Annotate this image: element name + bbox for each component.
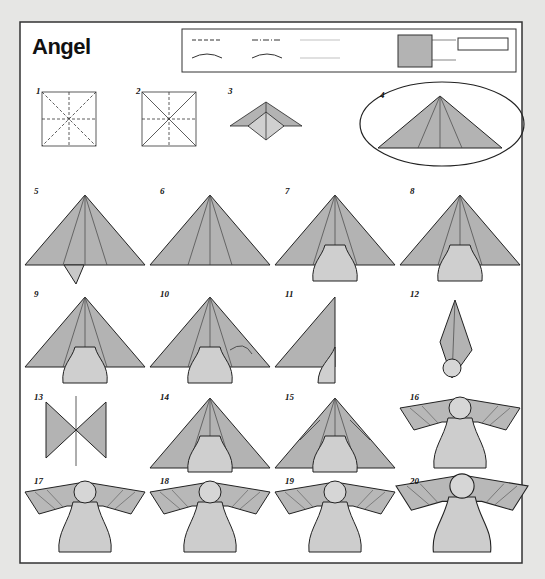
step-number: 9 bbox=[34, 289, 39, 299]
step-number: 19 bbox=[285, 476, 294, 486]
legend-panel bbox=[182, 29, 516, 72]
step-number: 8 bbox=[410, 186, 415, 196]
step-number: 12 bbox=[410, 289, 419, 299]
step-number: 15 bbox=[285, 392, 294, 402]
step-number: 5 bbox=[34, 186, 39, 196]
step-number: 20 bbox=[410, 476, 419, 486]
hand-circle bbox=[360, 82, 524, 166]
step-number: 1 bbox=[36, 86, 41, 96]
step-number: 2 bbox=[136, 86, 141, 96]
step-number: 11 bbox=[285, 289, 294, 299]
step-number: 17 bbox=[34, 476, 43, 486]
step-number: 7 bbox=[285, 186, 290, 196]
step-number: 14 bbox=[160, 392, 169, 402]
step-number: 13 bbox=[34, 392, 43, 402]
page-title: Angel bbox=[32, 34, 91, 60]
step-number: 16 bbox=[410, 392, 419, 402]
step-number: 4 bbox=[380, 90, 385, 100]
step-number: 6 bbox=[160, 186, 165, 196]
step-number: 10 bbox=[160, 289, 169, 299]
step-number: 18 bbox=[160, 476, 169, 486]
step-number: 3 bbox=[228, 86, 233, 96]
